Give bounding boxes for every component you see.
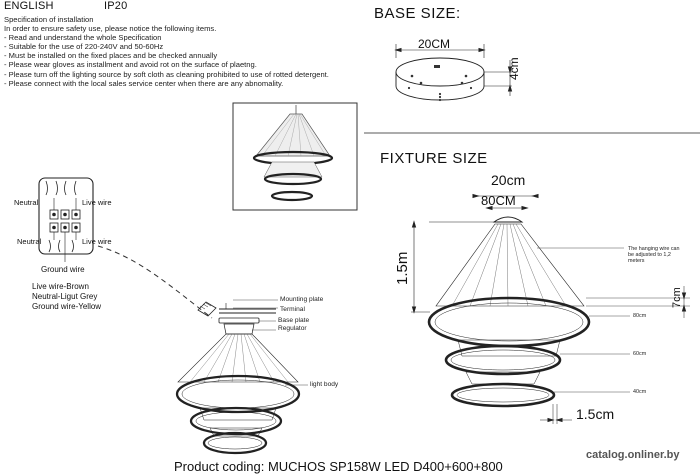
legend-ground: Ground wire-Yellow [32,302,102,311]
ring-40-label: 40cm [633,389,647,395]
spec-section: Specification of installation In order t… [4,15,329,88]
product-photo-chandelier [252,105,334,202]
base-size-title: BASE SIZE: [374,5,461,22]
ring-gap-label: 7cm [671,287,683,308]
ground-label: Ground wire [41,265,85,274]
mounting-plate-label: Mounting plate [280,296,324,303]
neutral-top-label: Neutral [14,198,39,207]
base-height-label: 4cm [507,57,521,80]
live-top-label: Live wire [82,198,112,207]
spec-line: - Read and understand the whole Specific… [4,33,162,43]
legend-live: Live wire-Brown [32,282,89,291]
fixture-drawing [411,193,690,424]
ring-60-label: 60cm [633,351,647,357]
hanging-note-line: The hanging wire can [628,246,680,252]
height-label: 1.5m [394,251,411,285]
top-width-label: 20cm [491,172,526,188]
base-diameter-label: 20CM [418,37,451,51]
spec-line: - Must be installed on the fixed places … [4,51,218,61]
spec-title: Specification of installation [4,15,94,24]
dashed-connection [97,245,213,319]
watermark: catalog.onliner.by [584,449,682,461]
wire-color-legend: Live wire-Brown Neutral-Ligut Grey Groun… [32,282,101,312]
ip-rating-label: IP20 [104,0,128,12]
spec-line: In order to ensure safety use, please no… [4,24,217,34]
terminal-label: Terminal [280,306,305,313]
spec-line: - Please wear gloves as installment and … [4,60,257,70]
hanging-note-line: meters [628,258,645,264]
assembly-drawing [175,299,308,455]
base-canopy-drawing [394,44,513,102]
spec-line: - Please turn off the lighting source by… [4,69,329,79]
spec-line: - Please connect with the local sales se… [4,78,284,88]
ring-width-label: 80CM [481,193,516,208]
ring-80-label: 80cm [633,313,647,319]
ring-thickness-label: 1.5cm [576,406,615,422]
legend-neutral: Neutral-Ligut Grey [32,292,98,301]
base-plate-label: Base plate [278,317,310,324]
terminal-block-drawing [38,177,94,262]
light-body-label: light body [310,381,339,388]
live-bottom-label: Live wire [82,237,112,246]
regulator-label: Regulator [278,325,307,332]
spec-line: - Suitable for the use of 220-240V and 5… [4,42,164,52]
product-coding: Product coding: MUCHOS SP158W LED D400+6… [174,459,503,474]
fixture-size-title: FIXTURE SIZE [380,150,488,167]
hanging-note: The hanging wire can be adjusted to 1,2 … [628,246,680,264]
hanging-note-line: be adjusted to 1,2 [628,252,671,258]
language-label: ENGLISH [4,0,54,12]
neutral-bottom-label: Neutral [17,237,42,246]
